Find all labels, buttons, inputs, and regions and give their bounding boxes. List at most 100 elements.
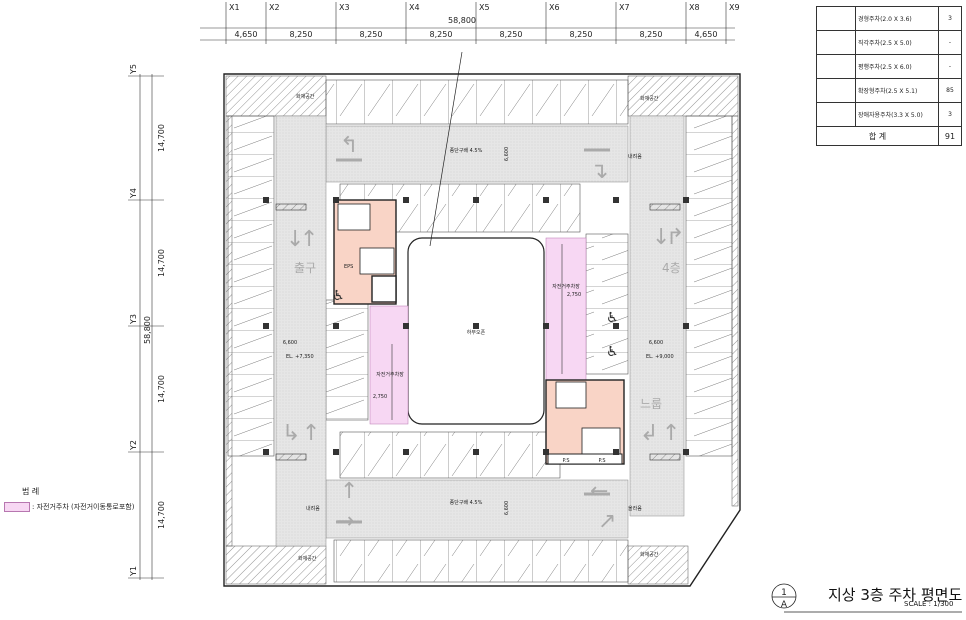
svg-text:↗: ↗ — [598, 509, 616, 534]
bike-parking-right-label: 자전거주차장 — [552, 283, 580, 290]
column — [403, 197, 409, 203]
wall-segment — [649, 453, 681, 461]
svg-text:↓: ↓ — [652, 225, 670, 250]
svg-text:←: ← — [590, 479, 608, 504]
total-width-dimension: 58,800 — [448, 16, 476, 25]
ramp-slope-bottom: 종단구배 4.5% — [450, 499, 483, 506]
grid-label-x: X3 — [339, 3, 350, 12]
column — [473, 323, 479, 329]
svg-text:↱: ↱ — [666, 225, 684, 250]
exit-label: 출구 — [294, 261, 316, 275]
corner-label-tr: 화재공간 — [640, 95, 659, 102]
grid-label-x: X9 — [729, 3, 740, 12]
grid-label-y: Y2 — [129, 440, 138, 451]
core-bottom-right — [545, 379, 625, 465]
floor-label-right: 느룹 — [640, 397, 662, 411]
column — [333, 449, 339, 455]
stall-type-label: 확장형주차(2.5 X 5.1) — [855, 78, 939, 103]
level-right: EL. +9,000 — [646, 354, 674, 360]
bike-dim-right: 2,750 — [567, 292, 581, 298]
grid-label-x: X6 — [549, 3, 560, 12]
grid-label-x: X1 — [229, 3, 240, 12]
aisle-dim-left: 6,600 — [283, 340, 297, 346]
stall-type-icon — [816, 6, 856, 31]
bike-parking-left-label: 자전거주차장 — [376, 371, 404, 378]
stall-type-label: 평행주차(2.5 X 6.0) — [855, 54, 939, 79]
parking-type-row: 직각주차(2.5 X 5.0)- — [816, 30, 962, 55]
svg-text:↑: ↑ — [662, 421, 680, 446]
column — [543, 449, 549, 455]
stall-type-label: 경형주차(2.0 X 3.6) — [855, 6, 939, 31]
span-dimension-x: 4,650 — [235, 30, 258, 39]
eps-label: EPS — [344, 264, 353, 270]
drive-aisles — [275, 115, 685, 547]
traffic-arrows: ↓ ↑ ↳ ↑ ↓ ↱ ↲ ↑ ↰ ↑ ↴ ← → ↗ — [282, 133, 684, 534]
ramp-slope-top: 종단구배 4.5% — [450, 147, 483, 154]
svg-text:♿: ♿ — [606, 310, 619, 326]
up-label-bottom: 올라옴 — [628, 505, 642, 512]
column — [683, 197, 689, 203]
column — [543, 197, 549, 203]
span-dimension-x: 4,650 — [695, 30, 718, 39]
stall-type-count: - — [938, 30, 962, 55]
grid-label-x: X7 — [619, 3, 630, 12]
floor-4-label: 4층 — [662, 261, 681, 275]
wall-segment — [275, 453, 307, 461]
title-bubble — [771, 583, 962, 613]
title-number: 1 — [781, 588, 787, 598]
svg-text:↑: ↑ — [340, 479, 358, 504]
x-grid-labels: X14,650X28,250X38,250X48,250X58,250X68,2… — [225, 2, 740, 44]
grid-label-x: X2 — [269, 3, 280, 12]
accessible-icons: ♿ ♿ ♿ — [332, 288, 619, 360]
total-label: 합 계 — [816, 126, 939, 146]
stall-type-icon — [816, 54, 856, 79]
column — [473, 449, 479, 455]
column — [263, 197, 269, 203]
section-cut-line — [429, 51, 463, 247]
legend-heading: 범 례 — [22, 487, 40, 496]
top-dimensions — [200, 27, 735, 41]
column — [613, 197, 619, 203]
bike-legend-swatch — [4, 502, 30, 512]
stall-type-icon — [816, 102, 856, 127]
svg-text:↳: ↳ — [282, 421, 300, 446]
aisle-dim-right: 6,600 — [649, 340, 663, 346]
core-top-left — [333, 199, 397, 305]
parking-type-row: 확장형주차(2.5 X 5.1)85 — [816, 78, 962, 103]
column — [333, 197, 339, 203]
span-dimension-x: 8,250 — [500, 30, 523, 39]
span-dimension-x: 8,250 — [430, 30, 453, 39]
ps-label-1: P.S — [563, 458, 570, 464]
stall-type-label: 장애자용주차(3.3 X 5.0) — [855, 102, 939, 127]
stall-type-count: 3 — [938, 6, 962, 31]
span-dimension-x: 8,250 — [360, 30, 383, 39]
grid-label-y: Y4 — [129, 188, 138, 199]
bike-parking-zones — [369, 237, 587, 425]
level-left: EL. +7,350 — [286, 354, 314, 360]
corner-label-bl: 화재공간 — [298, 555, 317, 562]
column — [613, 323, 619, 329]
svg-text:♿: ♿ — [332, 288, 345, 304]
corner-label-tl: 화재공간 — [296, 93, 315, 100]
span-dimension-y: 14,700 — [157, 124, 166, 152]
structural-columns — [263, 197, 689, 461]
bike-dim-left: 2,750 — [373, 394, 387, 400]
column — [403, 323, 409, 329]
svg-text:↴: ↴ — [590, 159, 608, 184]
wall-segment — [275, 203, 307, 211]
svg-text:♿: ♿ — [606, 344, 619, 360]
column — [333, 323, 339, 329]
grid-label-x: X4 — [409, 3, 420, 12]
stall-type-count: 85 — [938, 78, 962, 103]
down-label-bottom: 내려옴 — [306, 505, 320, 512]
span-dimension-x: 8,250 — [570, 30, 593, 39]
grid-label-y: Y1 — [129, 566, 138, 577]
span-dimension-x: 8,250 — [640, 30, 663, 39]
span-dimension-x: 8,250 — [290, 30, 313, 39]
total-height-dimension: 58,800 — [143, 316, 152, 344]
column — [263, 449, 269, 455]
grid-label-y: Y5 — [129, 64, 138, 75]
bike-racks — [391, 244, 563, 420]
